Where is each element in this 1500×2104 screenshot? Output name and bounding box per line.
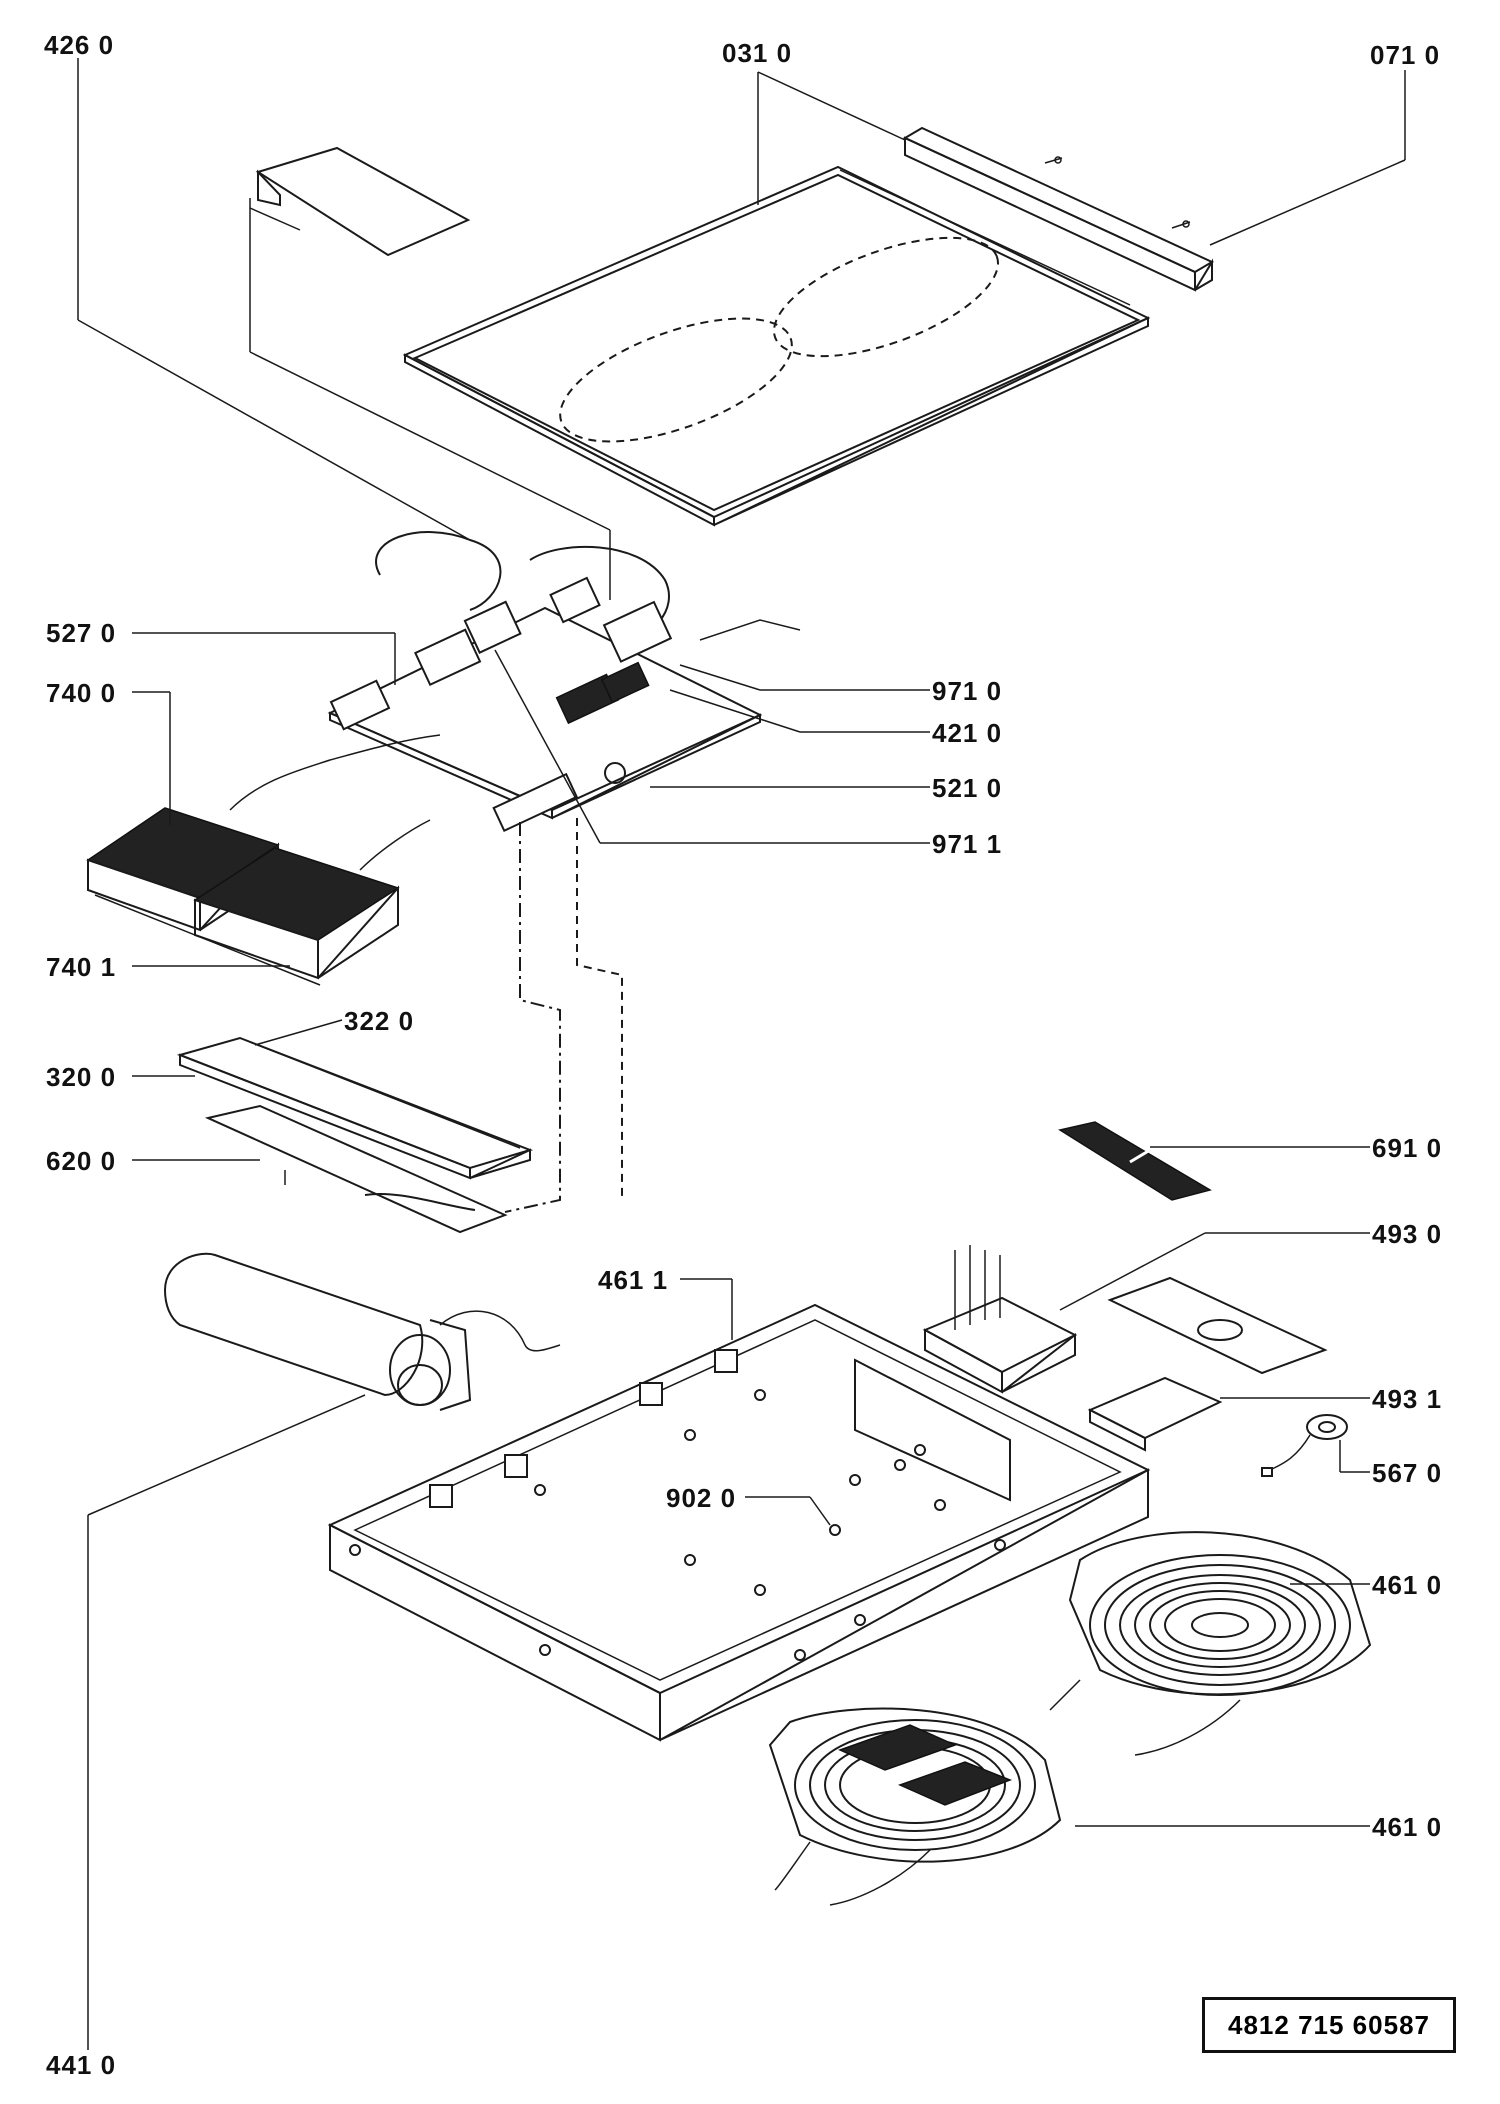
label-740-1: 740 1 <box>46 952 117 982</box>
label-322-0: 322 0 <box>344 1006 415 1036</box>
label-320-0: 320 0 <box>46 1062 117 1092</box>
label-461-0-upper: 461 0 <box>1372 1570 1443 1600</box>
label-521-0: 521 0 <box>932 773 1003 803</box>
part-number-box: 4812 715 60587 <box>1202 1997 1456 2053</box>
label-971-1: 971 1 <box>932 829 1003 859</box>
label-441-0: 441 0 <box>46 2050 117 2080</box>
induction-coil-small <box>768 1707 1062 1906</box>
control-board <box>176 1036 534 1234</box>
cover-plate <box>249 146 471 257</box>
label-426-0: 426 0 <box>44 30 115 60</box>
heat-sink-assembly <box>86 734 441 986</box>
rear-trim-strip <box>839 126 1215 306</box>
induction-coil-large <box>1049 1531 1372 1756</box>
label-461-1: 461 1 <box>598 1265 669 1295</box>
label-691-0: 691 0 <box>1372 1133 1443 1163</box>
rating-label <box>1058 1121 1212 1201</box>
label-620-0: 620 0 <box>46 1146 117 1176</box>
label-493-1: 493 1 <box>1372 1384 1443 1414</box>
label-902-0: 902 0 <box>666 1483 737 1513</box>
chassis-tray <box>327 1303 1151 1742</box>
label-031-0: 031 0 <box>722 38 793 68</box>
label-527-0: 527 0 <box>46 618 117 648</box>
cooling-fan <box>163 1252 561 1411</box>
label-071-0: 071 0 <box>1370 40 1441 70</box>
label-567-0: 567 0 <box>1372 1458 1443 1488</box>
label-740-0: 740 0 <box>46 678 117 708</box>
chassis-fixings <box>349 1349 1006 1661</box>
terminal-block <box>922 1245 1078 1394</box>
leader-lines <box>77 58 1406 2050</box>
temperature-sensor <box>1261 1414 1348 1477</box>
cable-route-1 <box>504 822 561 1213</box>
label-971-0: 971 0 <box>932 676 1003 706</box>
main-circuit-board <box>327 531 801 833</box>
cable-route-2 <box>576 818 623 1200</box>
terminal-cover <box>1087 1276 1328 1452</box>
label-493-0: 493 0 <box>1372 1219 1443 1249</box>
glass-ceramic-top <box>402 165 1151 527</box>
label-421-0: 421 0 <box>932 718 1003 748</box>
label-461-0-lower: 461 0 <box>1372 1812 1443 1842</box>
